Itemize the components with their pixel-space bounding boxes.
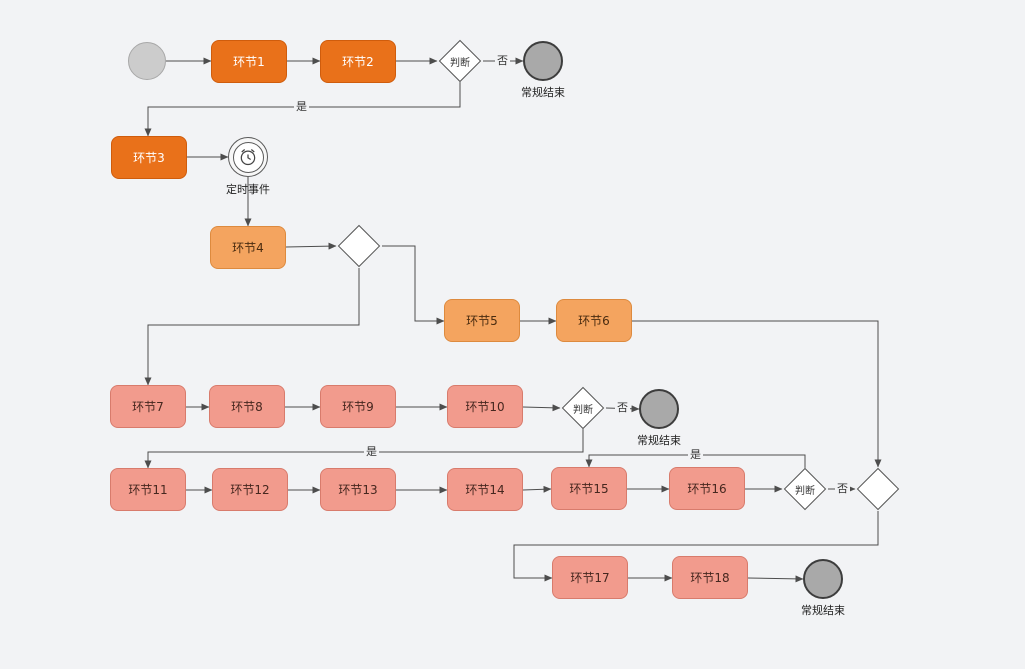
diamond-shape — [337, 224, 381, 268]
connector — [382, 245, 445, 325]
task-node-11[interactable]: 环节11 — [110, 468, 186, 511]
decision-node-1[interactable]: 判断 — [437, 39, 483, 83]
task-label: 环节13 — [338, 483, 378, 497]
task-label: 环节18 — [690, 571, 730, 585]
task-label: 环节15 — [569, 482, 609, 496]
edge-label-no: 否 — [835, 482, 850, 495]
connector — [632, 320, 882, 468]
task-label: 环节5 — [466, 314, 498, 328]
task-node-17[interactable]: 环节17 — [552, 556, 628, 599]
timer-inner-ring — [232, 141, 264, 173]
edge-label-yes: 是 — [364, 445, 379, 458]
task-node-12[interactable]: 环节12 — [212, 468, 288, 511]
task-label: 环节16 — [687, 482, 727, 496]
task-node-13[interactable]: 环节13 — [320, 468, 396, 511]
task-node-3[interactable]: 环节3 — [111, 136, 187, 179]
decision-node-2[interactable]: 判断 — [560, 386, 606, 430]
decision-label: 判断 — [795, 485, 815, 497]
end-event-2[interactable] — [639, 389, 679, 429]
task-node-5[interactable]: 环节5 — [444, 299, 520, 342]
task-label: 环节4 — [232, 241, 264, 255]
task-node-14[interactable]: 环节14 — [447, 468, 523, 511]
diamond-shape — [856, 467, 900, 511]
end-event-1[interactable] — [523, 41, 563, 81]
task-node-1[interactable]: 环节1 — [211, 40, 287, 83]
task-label: 环节8 — [231, 400, 263, 414]
task-node-10[interactable]: 环节10 — [447, 385, 523, 428]
task-label: 环节7 — [132, 400, 164, 414]
connector — [522, 404, 561, 412]
end-event-caption: 常规结束 — [521, 86, 565, 99]
gateway-node-1[interactable] — [336, 224, 382, 268]
task-label: 环节6 — [578, 314, 610, 328]
connector — [747, 575, 804, 583]
end-event-3[interactable] — [803, 559, 843, 599]
decision-node-3[interactable]: 判断 — [782, 467, 828, 511]
task-label: 环节3 — [133, 151, 165, 165]
task-label: 环节17 — [570, 571, 610, 585]
task-label: 环节10 — [465, 400, 505, 414]
timer-event-caption: 定时事件 — [226, 183, 270, 196]
task-label: 环节9 — [342, 400, 374, 414]
task-label: 环节11 — [128, 483, 168, 497]
edge-label-yes: 是 — [688, 448, 703, 461]
connector — [285, 242, 337, 250]
edge-label-yes: 是 — [294, 100, 309, 113]
task-label: 环节2 — [342, 55, 374, 69]
task-node-7[interactable]: 环节7 — [110, 385, 186, 428]
timer-event[interactable] — [228, 137, 268, 177]
task-label: 环节12 — [230, 483, 270, 497]
gateway-node-2[interactable] — [855, 467, 901, 511]
task-node-18[interactable]: 环节18 — [672, 556, 748, 599]
edge-label-no: 否 — [495, 54, 510, 67]
task-node-8[interactable]: 环节8 — [209, 385, 285, 428]
start-event[interactable] — [128, 42, 166, 80]
connector — [513, 511, 879, 582]
task-node-4[interactable]: 环节4 — [210, 226, 286, 269]
end-event-caption: 常规结束 — [637, 434, 681, 447]
end-event-caption: 常规结束 — [801, 604, 845, 617]
task-node-9[interactable]: 环节9 — [320, 385, 396, 428]
task-node-16[interactable]: 环节16 — [669, 467, 745, 510]
edge-label-no: 否 — [615, 401, 630, 414]
task-node-15[interactable]: 环节15 — [551, 467, 627, 510]
task-node-6[interactable]: 环节6 — [556, 299, 632, 342]
task-label: 环节14 — [465, 483, 505, 497]
decision-label: 判断 — [573, 404, 593, 416]
alarm-clock-icon — [240, 149, 256, 166]
connector — [144, 268, 360, 386]
decision-label: 判断 — [450, 57, 470, 69]
task-node-2[interactable]: 环节2 — [320, 40, 396, 83]
connector — [522, 485, 552, 493]
task-label: 环节1 — [233, 55, 265, 69]
